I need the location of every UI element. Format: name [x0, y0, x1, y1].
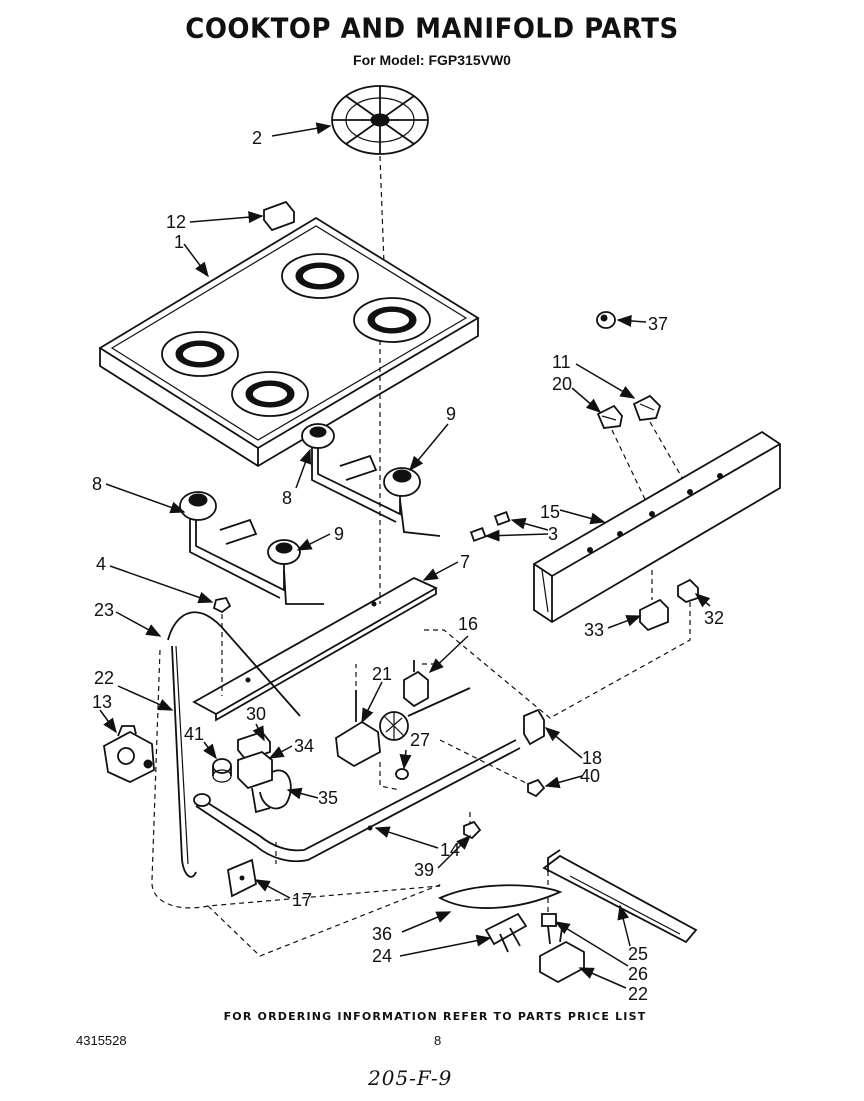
pressure-regulator	[103, 725, 155, 783]
orifice-25	[541, 913, 557, 927]
page-title: COOKTOP AND MANIFOLD PARTS	[185, 13, 679, 45]
document-number: 4315528	[76, 1033, 127, 1048]
valve-21	[335, 687, 471, 768]
page-number: 8	[434, 1033, 442, 1048]
gas-tube-27	[167, 611, 301, 717]
oven-burner-24	[542, 849, 698, 944]
callout-25: 26	[628, 964, 648, 984]
callout-20: 20	[552, 374, 572, 394]
clip-37	[596, 311, 616, 329]
callout-11: 11	[552, 352, 571, 372]
callout-22: 22	[628, 984, 648, 1004]
callout-17: 17	[292, 890, 312, 910]
callout-36: 36	[372, 924, 392, 944]
callout-32: 32	[704, 608, 724, 628]
callout-41: 41	[184, 724, 204, 744]
bracket-17	[227, 858, 257, 898]
spreader-36	[437, 884, 563, 909]
callout-15: 15	[540, 502, 560, 522]
hinge-clip	[263, 200, 295, 232]
callout-14: 14	[440, 840, 460, 860]
orifice-hoods	[469, 511, 511, 542]
callout-9-front: 9	[334, 524, 344, 544]
control-panel	[533, 430, 781, 624]
callout-13: 13	[92, 692, 112, 712]
callout-8-front: 8	[92, 474, 102, 494]
callout-2: 2	[252, 128, 262, 148]
screw-39	[463, 820, 482, 840]
rear-burner-assembly	[301, 423, 441, 537]
spark-switch-16	[403, 660, 429, 708]
front-burner-assembly	[179, 491, 324, 605]
callout-16: 16	[458, 614, 478, 634]
callout-30: 27	[410, 730, 430, 750]
callout-39: 39	[414, 860, 434, 880]
nut-30	[395, 768, 409, 780]
callout-27: 23	[94, 600, 114, 620]
nut-4	[212, 596, 232, 614]
callout-33: 33	[584, 620, 604, 640]
leader-lines	[99, 122, 711, 989]
callout-31: 30	[246, 704, 266, 724]
callout-1: 1	[174, 232, 184, 252]
callout-9-rear: 9	[446, 404, 456, 424]
thermocouple-23	[484, 912, 528, 953]
gas-tube-26	[171, 645, 197, 878]
callout-3: 3	[548, 524, 558, 544]
callout-7: 7	[460, 552, 470, 572]
spacer-41	[212, 758, 232, 783]
callout-24: 25	[628, 944, 648, 964]
burner-support	[192, 576, 438, 722]
igniter-module-34	[237, 750, 273, 814]
callout-34: 34	[294, 736, 314, 756]
callout-labels: 2 12 1 37 11 20 9 8 8 15 3 9 4 7 23 33 3…	[92, 128, 724, 1004]
cooktop	[98, 216, 480, 468]
knob-20	[596, 404, 623, 429]
callout-18: 18	[582, 748, 602, 768]
screw-40	[527, 778, 546, 798]
callout-21: 21	[372, 664, 392, 684]
clip-32	[677, 578, 699, 604]
bracket-18	[523, 708, 545, 746]
callout-8-rear: 8	[282, 488, 292, 508]
wire-35	[259, 769, 292, 810]
burner-grate	[331, 85, 429, 155]
knob-11	[632, 394, 662, 421]
callout-4: 4	[96, 554, 106, 574]
callout-35: 35	[318, 788, 338, 808]
callout-26: 22	[94, 668, 114, 688]
callout-23: 24	[372, 946, 392, 966]
callout-12: 12	[166, 212, 186, 232]
callout-37: 37	[648, 314, 668, 334]
callout-40: 40	[580, 766, 600, 786]
handwritten-note: 205-F-9	[368, 1066, 453, 1090]
ordering-note: FOR ORDERING INFORMATION REFER TO PARTS …	[223, 1010, 647, 1023]
model-subtitle: For Model: FGP315VW0	[353, 52, 511, 68]
bracket-33	[639, 598, 669, 632]
manifold-pipe	[193, 739, 521, 863]
